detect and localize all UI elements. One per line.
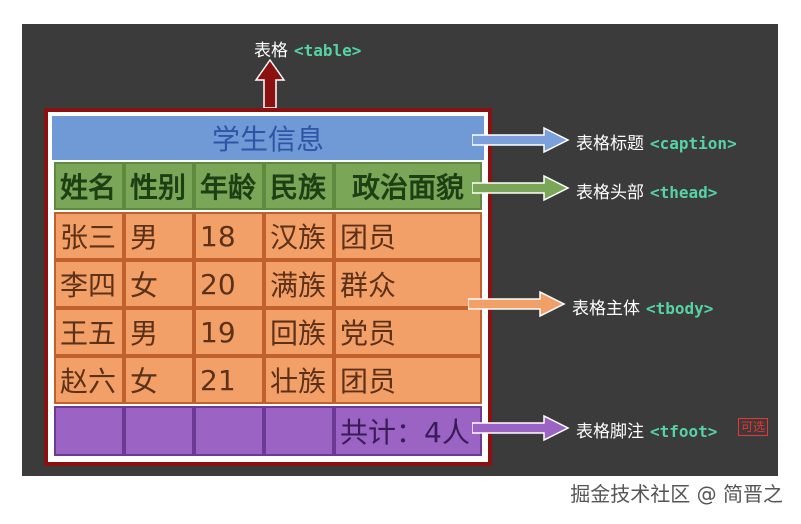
body-cell: 党员 xyxy=(334,308,482,356)
thead-annotation-text: 表格头部 xyxy=(576,183,644,203)
tfoot-annotation-text: 表格脚注 xyxy=(576,422,644,442)
footer-cell xyxy=(54,406,124,456)
optional-badge: 可选 xyxy=(738,418,769,436)
header-cell: 姓名 xyxy=(54,162,124,210)
table-label-text: 表格 xyxy=(254,41,288,61)
body-cell: 女 xyxy=(124,356,194,404)
body-cell: 壮族 xyxy=(264,356,334,404)
tbody-annotation-text: 表格主体 xyxy=(572,299,640,319)
watermark-credit: 掘金技术社区 @ 简晋之 xyxy=(570,482,783,506)
footer-cell xyxy=(264,406,334,456)
caption-arrow-icon xyxy=(472,126,570,154)
header-cell: 民族 xyxy=(264,162,334,210)
body-cell: 团员 xyxy=(334,356,482,404)
table-label: 表格 <table> xyxy=(254,36,361,61)
tbody-annotation: 表格主体 <tbody> xyxy=(572,294,713,319)
body-cell: 赵六 xyxy=(54,356,124,404)
body-cell: 群众 xyxy=(334,260,482,308)
body-cell: 男 xyxy=(124,212,194,260)
thead-arrow-icon xyxy=(472,174,570,202)
body-cell: 20 xyxy=(194,260,264,308)
body-cell: 18 xyxy=(194,212,264,260)
caption-annotation: 表格标题 <caption> xyxy=(576,129,737,154)
body-cell: 团员 xyxy=(334,212,482,260)
tfoot-annotation: 表格脚注 <tfoot> xyxy=(576,417,717,442)
footer-total-cell: 共计：4人 xyxy=(334,406,482,456)
caption-annotation-text: 表格标题 xyxy=(576,134,644,154)
body-cell: 女 xyxy=(124,260,194,308)
tfoot-arrow-icon xyxy=(472,414,570,442)
header-cell: 性别 xyxy=(124,162,194,210)
table-label-code: <table> xyxy=(294,41,362,60)
thead-annotation-code: <thead> xyxy=(650,183,718,202)
body-cell: 回族 xyxy=(264,308,334,356)
body-cell: 李四 xyxy=(54,260,124,308)
footer-cell xyxy=(124,406,194,456)
footer-cell xyxy=(194,406,264,456)
body-cell: 汉族 xyxy=(264,212,334,260)
up-arrow-icon xyxy=(254,58,286,109)
caption-cell: 学生信息 xyxy=(52,116,484,160)
body-cell: 19 xyxy=(194,308,264,356)
body-cell: 满族 xyxy=(264,260,334,308)
body-cell: 男 xyxy=(124,308,194,356)
header-cell: 年龄 xyxy=(194,162,264,210)
caption-annotation-code: <caption> xyxy=(650,134,737,153)
tfoot-annotation-code: <tfoot> xyxy=(650,422,718,441)
tbody-arrow-icon xyxy=(468,290,566,318)
body-cell: 王五 xyxy=(54,308,124,356)
body-cell: 21 xyxy=(194,356,264,404)
body-cell: 张三 xyxy=(54,212,124,260)
thead-annotation: 表格头部 <thead> xyxy=(576,178,717,203)
tbody-annotation-code: <tbody> xyxy=(646,299,714,318)
header-cell: 政治面貌 xyxy=(334,162,482,210)
